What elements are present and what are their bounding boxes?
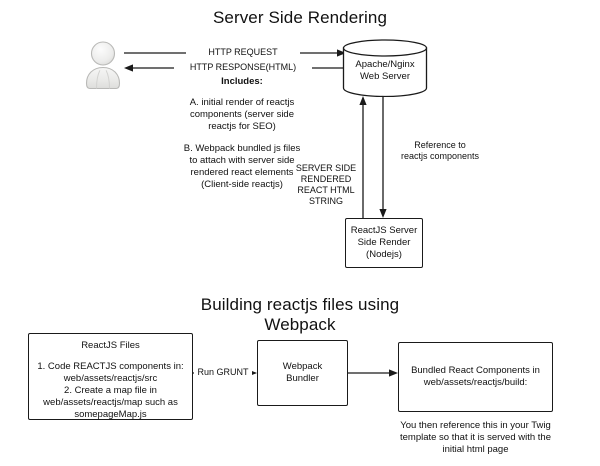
section2-title-line1: Building reactjs files using <box>200 295 400 314</box>
section2-title-line2: Webpack <box>264 315 336 334</box>
reactjs-files-line5: somepageMap.js <box>74 409 147 420</box>
reactjs-files-line3: 2. Create a map file in <box>64 385 157 396</box>
section-title-building-reactjs-files: Building reactjs files using Webpack <box>0 295 600 335</box>
reference-line2: reactjs components <box>400 151 480 161</box>
webpack-bundler-line1: Webpack <box>282 361 323 372</box>
reactjs-render-line2: Side Render <box>357 237 411 248</box>
includes-item-b-line4: (Client-side reactjs) <box>201 179 283 190</box>
user-actor-icon <box>78 38 128 90</box>
node-webpack-bundler: Webpack Bundler <box>257 340 348 406</box>
section-title-server-side-rendering: Server Side Rendering <box>212 8 388 27</box>
edge-label-run-grunt: Run GRUNT <box>194 367 252 378</box>
bundled-react-components-label: Bundled React Components in web/assets/r… <box>399 365 552 389</box>
includes-item-a-line3: reactjs for SEO) <box>208 121 276 132</box>
reactjs-files-line2: web/assets/reactjs/src <box>63 373 158 384</box>
bottom-note-line3: initial html page <box>442 444 509 455</box>
includes-item-b: B. Webpack bundled js files to attach wi… <box>180 143 304 191</box>
node-apache-nginx-web-server: Apache/Nginx Web Server <box>342 39 428 97</box>
ssr-string-line3: REACT HTML <box>297 185 355 195</box>
web-server-label-line1: Apache/Nginx <box>355 59 415 70</box>
webpack-bundler-label: Webpack Bundler <box>258 361 347 385</box>
reactjs-render-line1: ReactJS Server <box>350 225 418 236</box>
includes-item-b-line3: rendered react elements <box>190 167 294 178</box>
edge-label-http-request: HTTP REQUEST <box>186 47 300 58</box>
webpack-bundler-line2: Bundler <box>286 373 319 384</box>
node-reactjs-server-side-render: ReactJS Server Side Render (Nodejs) <box>345 218 423 268</box>
arrow-reference-reactjs-components <box>377 96 389 218</box>
includes-item-a: A. initial render of reactjs components … <box>180 97 304 133</box>
edge-label-ssr-html-string: SERVER SIDE RENDERED REACT HTML STRING <box>293 163 359 207</box>
bottom-note-line2: template so that it is served with the <box>399 432 552 443</box>
edge-label-http-response: HTTP RESPONSE(HTML) <box>174 62 312 73</box>
bottom-note-twig-template: You then reference this in your Twig tem… <box>398 420 553 456</box>
reactjs-files-body: 1. Code REACTJS components in: web/asset… <box>29 361 192 421</box>
includes-item-b-line2: to attach with server side <box>189 155 295 166</box>
bottom-note-line1: You then reference this in your Twig <box>400 420 551 431</box>
reactjs-files-line1: 1. Code REACTJS components in: <box>37 361 184 372</box>
bundled-line2: web/assets/reactjs/build: <box>423 377 528 388</box>
bundled-line1: Bundled React Components in <box>411 365 540 376</box>
ssr-string-line4: STRING <box>308 196 343 206</box>
reactjs-files-content: ReactJS Files 1. Code REACTJS components… <box>29 334 192 421</box>
node-bundled-react-components: Bundled React Components in web/assets/r… <box>398 342 553 412</box>
reactjs-files-line4: web/assets/reactjs/map such as <box>43 397 178 408</box>
ssr-string-line2: RENDERED <box>300 174 352 184</box>
reactjs-render-line3: (Nodejs) <box>366 249 402 260</box>
includes-block: Includes: A. initial render of reactjs c… <box>180 76 304 191</box>
node-reactjs-files: ReactJS Files 1. Code REACTJS components… <box>28 333 193 420</box>
arrow-ssr-html-string <box>357 96 369 218</box>
includes-item-a-line2: components (server side <box>189 109 295 120</box>
includes-item-a-line1: A. initial render of reactjs <box>189 97 295 108</box>
reactjs-files-title: ReactJS Files <box>81 340 140 351</box>
reactjs-server-side-render-label: ReactJS Server Side Render (Nodejs) <box>346 225 422 261</box>
reference-line1: Reference to <box>414 140 466 150</box>
includes-heading: Includes: <box>221 76 263 87</box>
web-server-label-line2: Web Server <box>360 71 410 82</box>
edge-label-reference-reactjs: Reference to reactjs components <box>392 140 488 162</box>
ssr-string-line1: SERVER SIDE <box>295 163 357 173</box>
arrow-bundler-to-output <box>348 367 398 379</box>
includes-item-b-line1: B. Webpack bundled js files <box>183 143 301 154</box>
